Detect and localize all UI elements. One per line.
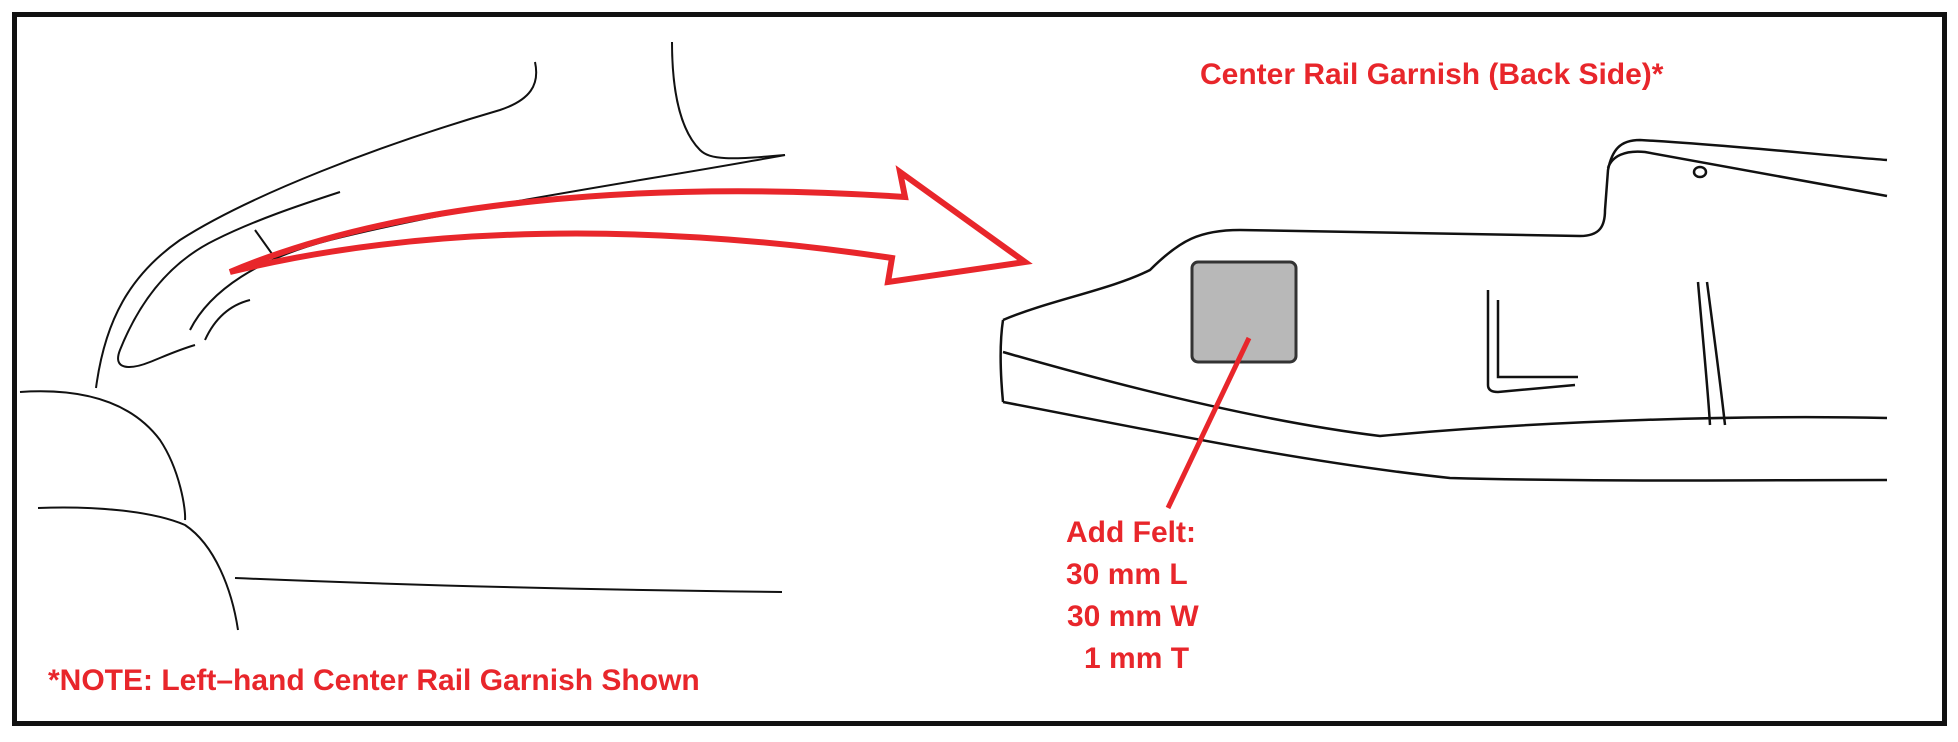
felt-thickness: 1 mm T xyxy=(1084,642,1190,675)
note-text: *NOTE: Left–hand Center Rail Garnish Sho… xyxy=(48,664,700,697)
garnish-part-outline xyxy=(999,138,1888,482)
felt-width: 30 mm W xyxy=(1067,600,1199,633)
felt-callout-heading: Add Felt: xyxy=(1066,516,1196,549)
felt-callout: Add Felt: 30 mm L 30 mm W 1 mm T xyxy=(1066,512,1199,680)
felt-pad xyxy=(1190,260,1298,364)
diagram-title: Center Rail Garnish (Back Side)* xyxy=(1200,58,1664,91)
vehicle-interior-sketch xyxy=(19,41,786,631)
felt-length: 30 mm L xyxy=(1066,558,1188,591)
diagram-frame xyxy=(12,12,1947,726)
curved-arrow-icon xyxy=(228,165,1033,286)
felt-leader-line xyxy=(1165,336,1252,510)
